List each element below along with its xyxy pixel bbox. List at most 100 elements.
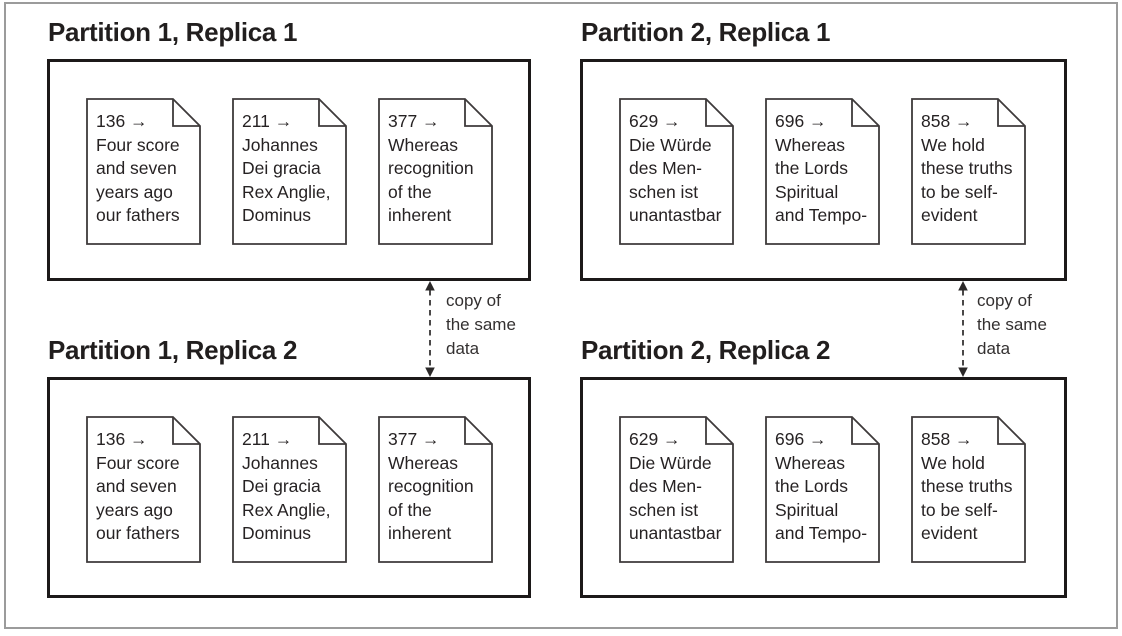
doc-key-line: 377 → <box>388 429 440 449</box>
doc-key-line: 696 → <box>775 111 827 131</box>
page-icon <box>765 98 880 245</box>
doc-text-line: our fathers <box>96 205 180 225</box>
document-text: 377 → Whereas recognition of the inherent <box>388 110 492 228</box>
page-icon <box>232 98 347 245</box>
double-arrow-dashed-icon <box>958 281 968 377</box>
page-icon <box>86 98 201 245</box>
doc-text-line: of the <box>388 499 432 520</box>
page-icon <box>378 416 493 563</box>
doc-text-line: of the <box>388 181 432 202</box>
doc-text-line: years ago <box>96 499 173 520</box>
page-icon <box>378 98 493 245</box>
doc-key-line: 629 → <box>629 111 681 131</box>
panel-box-partition1-replica1: 136 → Four score and seven years ago our fat… <box>47 59 531 281</box>
panel-box-partition2-replica2: 629 → Die Würde des Men-schen ist unantastb… <box>580 377 1067 598</box>
doc-text-line: schen ist <box>629 499 699 520</box>
doc-text-line: inherent <box>388 205 452 225</box>
doc-text-line: Dei gracia <box>242 476 321 496</box>
doc-text-line: Four score <box>96 134 180 155</box>
doc-key-line: 211 → <box>242 429 293 449</box>
doc-text-line: to be self- <box>921 499 998 520</box>
doc-text-line: unantastbar <box>629 523 722 543</box>
doc-text-line: Four score <box>96 452 180 473</box>
doc-text-line: inherent <box>388 523 452 543</box>
page-icon <box>232 416 347 563</box>
page-icon <box>911 98 1026 245</box>
doc-text-line: Rex Anglie, <box>242 181 331 202</box>
doc-text-line: Johannes <box>242 134 318 155</box>
connector-label-line: copy of <box>446 291 501 310</box>
doc-key-line: 858 → <box>921 429 973 449</box>
doc-text-line: years ago <box>96 181 173 202</box>
doc-text-line: We hold <box>921 134 985 155</box>
doc-text-line: unantastbar <box>629 205 722 225</box>
panel-title-partition2-replica1: Partition 2, Replica 1 <box>581 17 831 47</box>
document-text: 858 → We hold these truths to be self-evide… <box>921 110 1025 228</box>
document-icon: 629 → Die Würde des Men-schen ist unantastb… <box>619 416 734 563</box>
doc-text-line: Johannes <box>242 452 318 473</box>
doc-text-line: Spiritual <box>775 499 839 520</box>
connector-label-line: data <box>446 339 480 358</box>
doc-text-line: Spiritual <box>775 181 839 202</box>
doc-text-line: schen ist <box>629 181 699 202</box>
doc-key-line: 377 → <box>388 111 440 131</box>
doc-text-line: and seven <box>96 158 177 178</box>
doc-text-line: evident <box>921 205 978 225</box>
doc-text-line: these truths <box>921 158 1013 178</box>
connector-label-line: data <box>977 339 1011 358</box>
doc-text-line: recognition <box>388 476 474 496</box>
document-icon: 136 → Four score and seven years ago our fat… <box>86 98 201 245</box>
doc-key-line: 211 → <box>242 111 293 131</box>
panel-title-partition1-replica1: Partition 1, Replica 1 <box>48 17 298 47</box>
doc-key-line: 629 → <box>629 429 681 449</box>
panel-title-partition2-replica2: Partition 2, Replica 2 <box>581 335 831 365</box>
doc-key-line: 858 → <box>921 111 973 131</box>
doc-text-line: Die Würde <box>629 452 712 473</box>
page-icon <box>86 416 201 563</box>
doc-key-line: 136 → <box>96 429 148 449</box>
doc-text-line: Rex Anglie, <box>242 499 331 520</box>
document-text: 136 → Four score and seven years ago our fat… <box>96 110 200 228</box>
page-icon <box>911 416 1026 563</box>
doc-text-line: des Men- <box>629 476 702 496</box>
doc-text-line: these truths <box>921 476 1013 496</box>
doc-text-line: Whereas <box>775 134 846 155</box>
doc-text-line: Whereas <box>388 134 459 155</box>
doc-key-line: 136 → <box>96 111 148 131</box>
connector-label-left: copy of the same data <box>446 289 516 361</box>
doc-text-line: Dominus <box>242 205 312 225</box>
replication-connector-right <box>955 281 971 377</box>
doc-text-line: Dei gracia <box>242 158 321 178</box>
doc-text-line: Whereas <box>775 452 846 473</box>
document-icon: 377 → Whereas recognition of the inherent <box>378 98 493 245</box>
connector-label-line: copy of <box>977 291 1032 310</box>
doc-text-line: Die Würde <box>629 134 712 155</box>
connector-label-line: the same <box>446 315 516 334</box>
doc-text-line: recognition <box>388 158 474 178</box>
replication-connector-left <box>422 281 438 377</box>
doc-text-line: to be self- <box>921 181 998 202</box>
document-icon: 858 → We hold these truths to be self-evide… <box>911 98 1026 245</box>
doc-text-line: evident <box>921 523 978 543</box>
doc-key-line: 696 → <box>775 429 827 449</box>
page-icon <box>765 416 880 563</box>
doc-text-line: the Lords <box>775 158 848 178</box>
doc-text-line: and Tempo- <box>775 523 868 543</box>
